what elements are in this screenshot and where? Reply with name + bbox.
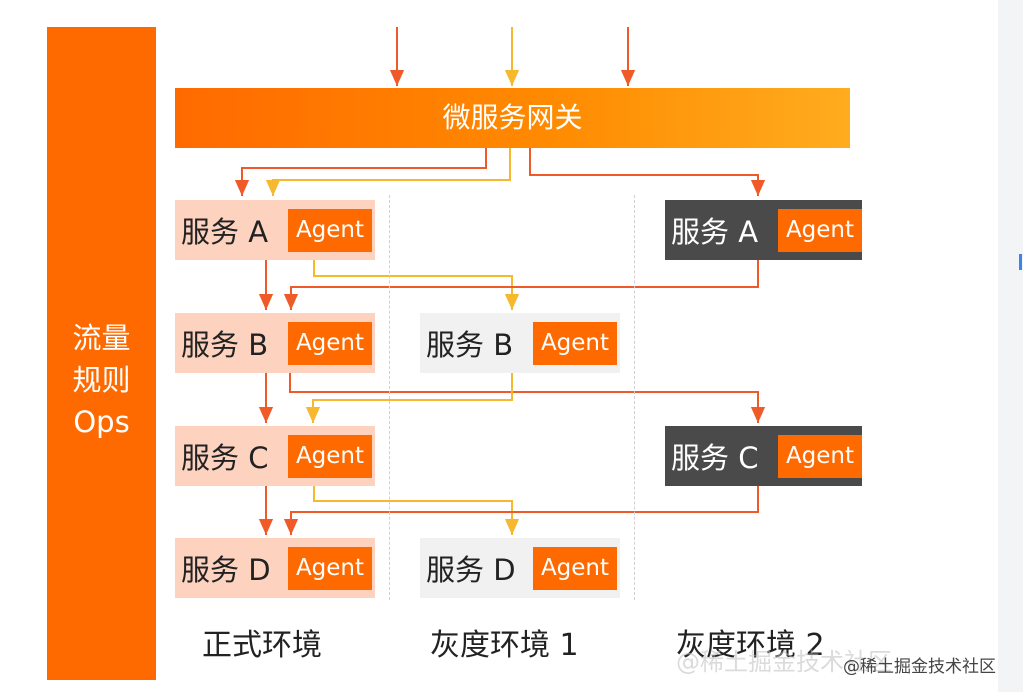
service-d-normal: 服务 D Agent <box>175 538 375 598</box>
service-a-gray2: 服务 A Agent <box>665 200 862 260</box>
service-label: 服务 A <box>181 215 269 249</box>
ops-label: 流量 规则 Ops <box>72 321 131 439</box>
agent-badge: Agent <box>288 435 372 478</box>
service-label: 服务 A <box>671 215 759 249</box>
route-gray2-a-normal-b <box>283 260 759 310</box>
env-label-production: 正式环境 <box>202 628 322 663</box>
service-a-normal: 服务 A Agent <box>175 200 375 260</box>
env-divider-2 <box>634 195 635 600</box>
microservice-gateway: 微服务网关 <box>175 88 850 148</box>
service-label: 服务 D <box>426 553 516 587</box>
agent-badge: Agent <box>533 547 617 590</box>
right-edge-marker <box>1019 254 1022 270</box>
agent-badge: Agent <box>778 435 862 478</box>
agent-badge: Agent <box>288 322 372 365</box>
service-c-gray2: 服务 C Agent <box>665 426 862 486</box>
service-label: 服务 D <box>181 553 271 587</box>
route-gw-gray2-a <box>529 148 766 196</box>
env-divider-1 <box>389 195 390 600</box>
service-label: 服务 B <box>181 328 269 362</box>
route-gw-normal-a-gray <box>265 148 511 196</box>
service-d-gray1: 服务 D Agent <box>420 538 620 598</box>
route-gray2-c-normal-d <box>283 486 759 535</box>
route-normal-c-gray1-d <box>313 486 520 535</box>
service-label: 服务 B <box>426 328 514 362</box>
right-edge-strip <box>998 0 1023 692</box>
env-label-gray2: 灰度环境 2 <box>676 628 825 663</box>
agent-badge: Agent <box>288 209 372 252</box>
watermark-ghost: @稀土掘金技术社区 <box>676 648 892 676</box>
service-c-normal: 服务 C Agent <box>175 426 375 486</box>
route-normal-b-gray2-c <box>289 373 766 423</box>
traffic-rules-ops-bar: 流量 规则 Ops <box>47 27 156 680</box>
agent-badge: Agent <box>778 209 862 252</box>
agent-badge: Agent <box>533 322 617 365</box>
service-b-gray1: 服务 B Agent <box>420 313 620 373</box>
route-gw-normal-a <box>234 148 487 196</box>
route-normal-a-gray1-b <box>313 260 520 310</box>
service-b-normal: 服务 B Agent <box>175 313 375 373</box>
watermark: @稀土掘金技术社区 <box>843 657 996 677</box>
agent-badge: Agent <box>288 547 372 590</box>
service-label: 服务 C <box>181 441 269 475</box>
route-gray1-b-normal-c <box>305 373 513 423</box>
env-label-gray1: 灰度环境 1 <box>430 628 579 663</box>
service-label: 服务 C <box>671 441 759 475</box>
